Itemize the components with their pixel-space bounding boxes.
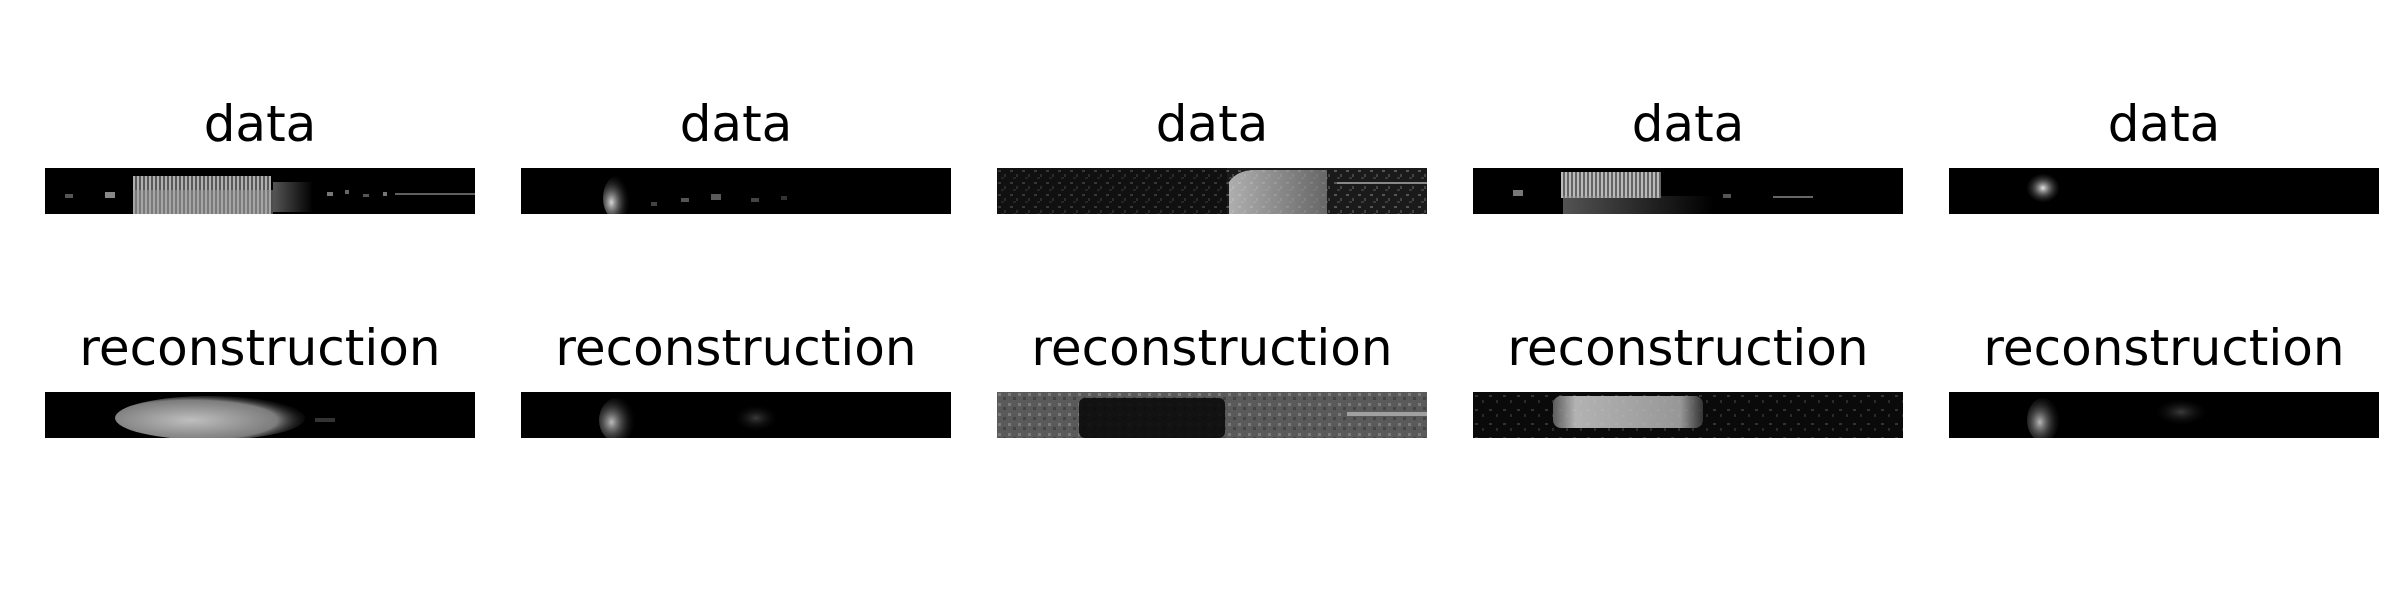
data-image-4	[1473, 168, 1903, 214]
data-image-3-graphic	[997, 168, 1427, 214]
data-image-1-graphic	[45, 168, 475, 214]
panel-title-reconstruction-4: reconstruction	[1507, 319, 1869, 377]
data-image-2-graphic	[521, 168, 951, 214]
data-image-4-graphic	[1473, 168, 1903, 214]
data-image-2	[521, 168, 951, 214]
data-image-5-graphic	[1949, 168, 2379, 214]
reconstruction-image-2	[521, 392, 951, 438]
panel-title-reconstruction-2: reconstruction	[555, 319, 917, 377]
reconstruction-image-5	[1949, 392, 2379, 438]
panel-title-data-5: data	[2107, 95, 2221, 153]
panel-title-reconstruction-1: reconstruction	[79, 319, 441, 377]
reconstruction-image-2-graphic	[521, 392, 951, 438]
panel-title-data-4: data	[1631, 95, 1745, 153]
data-image-1	[45, 168, 475, 214]
reconstruction-image-3	[997, 392, 1427, 438]
data-image-3	[997, 168, 1427, 214]
panel-title-data-3: data	[1155, 95, 1269, 153]
panel-title-data-1: data	[203, 95, 317, 153]
panel-title-reconstruction-3: reconstruction	[1031, 319, 1393, 377]
reconstruction-image-3-graphic	[997, 392, 1427, 438]
panel-title-data-2: data	[679, 95, 793, 153]
reconstruction-image-1	[45, 392, 475, 438]
data-image-5	[1949, 168, 2379, 214]
reconstruction-image-4-graphic	[1473, 392, 1903, 438]
reconstruction-image-1-graphic	[45, 392, 475, 438]
panel-title-reconstruction-5: reconstruction	[1983, 319, 2345, 377]
reconstruction-image-4	[1473, 392, 1903, 438]
reconstruction-image-5-graphic	[1949, 392, 2379, 438]
